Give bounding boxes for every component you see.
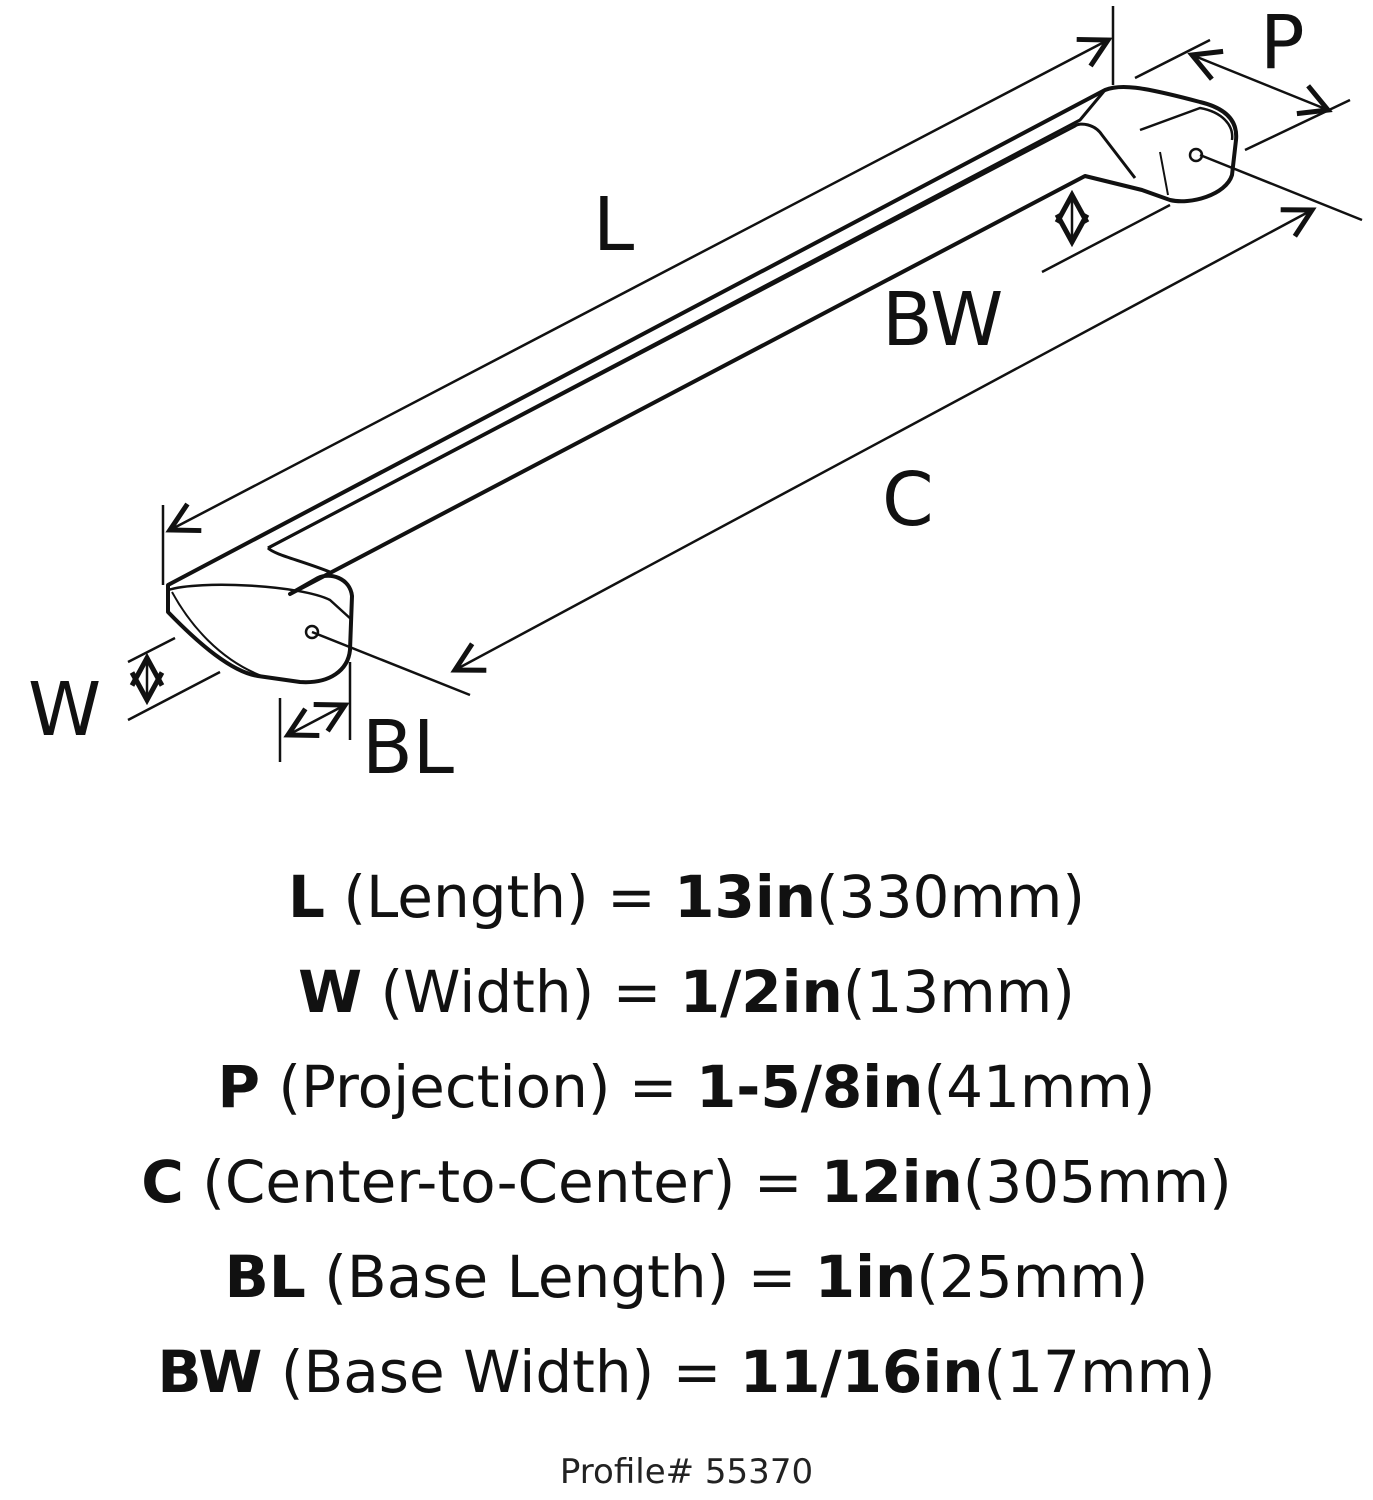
label-p: P [1260,0,1305,86]
spec-metric: (25mm) [916,1243,1149,1311]
spec-metric: (13mm) [842,958,1075,1026]
spec-value: 1-5/8in [695,1053,924,1121]
spec-row-projection: P (Projection) = 1-5/8in(41mm) [0,1040,1373,1135]
spec-description: (Base Width) = [280,1338,740,1406]
spec-code: P [217,1053,260,1121]
handle-dimension-drawing: L P BW C W BL [28,0,1363,791]
spec-value: 1/2in [679,958,843,1026]
spec-row-center-to-center: C (Center-to-Center) = 12in(305mm) [0,1135,1373,1230]
label-c: C [882,457,934,543]
spec-value: 13in [674,863,817,931]
spec-value: 11/16in [739,1338,984,1406]
spec-row-base-length: BL (Base Length) = 1in(25mm) [0,1230,1373,1325]
spec-row-length: L (Length) = 13in(330mm) [0,850,1373,945]
spec-metric: (41mm) [923,1053,1156,1121]
spec-value: 1in [814,1243,917,1311]
label-l: L [593,182,634,268]
spec-code: W [298,958,363,1026]
label-bl: BL [362,705,454,791]
spec-code: L [287,863,325,931]
spec-description: (Width) = [380,958,680,1026]
spec-metric: (330mm) [816,863,1086,931]
spec-metric: (17mm) [983,1338,1216,1406]
spec-description: (Length) = [343,863,675,931]
profile-number: Profile# 55370 [559,1452,814,1492]
spec-description: (Base Length) = [324,1243,815,1311]
spec-value: 12in [820,1148,963,1216]
label-w: W [28,667,101,753]
label-bw: BW [882,277,1003,363]
dimension-spec-list: L (Length) = 13in(330mm) W (Width) = 1/2… [0,850,1373,1420]
dimension-labels: L P BW C W BL [28,0,1305,791]
spec-code: C [141,1148,184,1216]
spec-metric: (305mm) [962,1148,1232,1216]
spec-row-base-width: BW (Base Width) = 11/16in(17mm) [0,1325,1373,1420]
spec-description: (Center-to-Center) = [202,1148,821,1216]
spec-row-width: W (Width) = 1/2in(13mm) [0,945,1373,1040]
pull-handle [166,84,1239,685]
dimension-lines [127,6,1363,762]
spec-code: BW [157,1338,263,1406]
spec-code: BL [224,1243,306,1311]
spec-description: (Projection) = [278,1053,696,1121]
